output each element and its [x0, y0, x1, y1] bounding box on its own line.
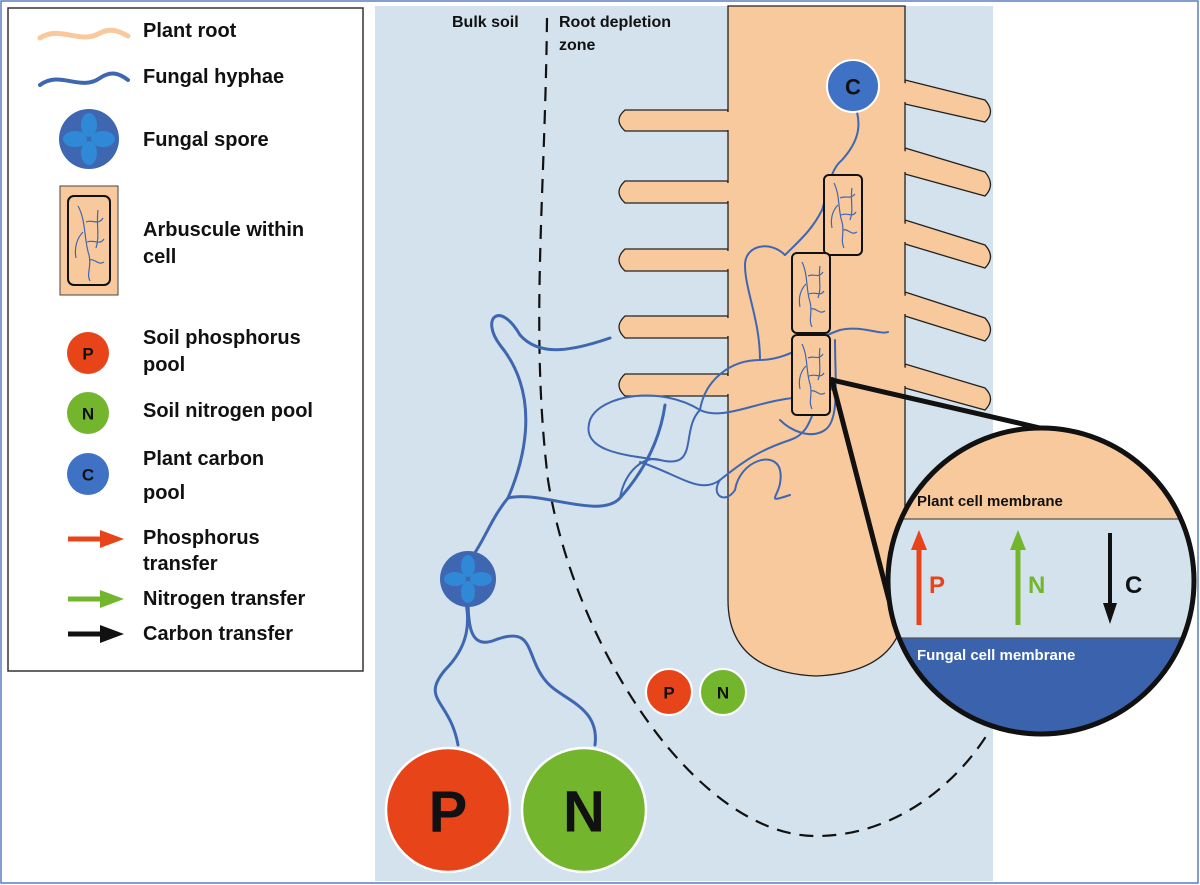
legend-label-plant-carbon: Plant carbon [143, 448, 264, 470]
zoom-origin [829, 377, 835, 383]
lateral-root [904, 363, 992, 411]
arbuscule-cell [791, 334, 831, 416]
soil-nitrogen-pool: N [520, 746, 648, 874]
legend-label-soil-phosphorus-line2: pool [143, 354, 185, 376]
nitrogen-transfer-arrow: N [1010, 530, 1045, 625]
arbuscule-cell [823, 174, 863, 256]
legend-label-fungal-hyphae: Fungal hyphae [143, 66, 284, 88]
zoom-line-bottom [829, 379, 892, 601]
plant-cell-membrane-label: Plant cell membrane [917, 493, 1063, 510]
root-fill-cover [720, 82, 912, 394]
big-p-letter: P [429, 780, 468, 845]
legend-label-arbuscule: Arbuscule within [143, 219, 304, 241]
lateral-root [618, 248, 729, 272]
depletion-zone-label-line2: zone [559, 37, 596, 54]
fungal-hyphae-icon [38, 71, 130, 87]
carbon-transfer-arrow: C [1103, 533, 1142, 624]
bulk-soil-label: Bulk soil [452, 14, 519, 31]
small-n-letter: N [717, 684, 729, 703]
plant-root-icon [37, 27, 131, 41]
depletion-zone-boundary [538, 17, 991, 838]
n-transfer-letter: N [1028, 572, 1045, 599]
lateral-root [904, 79, 992, 123]
legend-label-phosphorus-transfer-line2: transfer [143, 553, 218, 575]
legend-label-phosphorus-transfer: Phosphorus [143, 527, 260, 549]
legend-label-carbon-transfer: Carbon transfer [143, 623, 293, 645]
lateral-root [904, 291, 992, 342]
phosphorus-transfer-arrow: P [911, 530, 945, 625]
small-phosphorus-pool: P [645, 668, 693, 716]
nitrogen-pool-icon-letter: N [82, 405, 94, 424]
carbon-pool-icon-letter: C [82, 466, 94, 485]
big-n-letter: N [563, 780, 605, 845]
fungal-spore-icon [59, 109, 119, 169]
lateral-root [618, 180, 729, 204]
lateral-root [618, 373, 729, 397]
fungal-cell-membrane-label: Fungal cell membrane [917, 647, 1075, 664]
plant-carbon-pool: C [826, 59, 880, 113]
legend-label-fungal-spore: Fungal spore [143, 129, 269, 151]
legend-label-arbuscule-line2: cell [143, 246, 176, 268]
small-nitrogen-pool: N [699, 668, 747, 716]
fungal-spore [440, 551, 496, 607]
zoom-line-top [831, 377, 1041, 431]
legend-label-plant-carbon-line2: pool [143, 482, 185, 504]
arbuscule-cell [791, 252, 831, 334]
depletion-zone-label: Root depletion [559, 14, 671, 31]
phosphorus-pool-icon: P [67, 332, 109, 374]
legend-label-soil-nitrogen: Soil nitrogen pool [143, 400, 313, 422]
soil-phosphorus-pool: P [384, 746, 512, 874]
small-p-letter: P [663, 684, 674, 703]
carbon-pool-letter: C [845, 75, 861, 100]
lateral-root [618, 315, 729, 339]
carbon-pool-icon: C [67, 453, 109, 495]
arbuscule-icon [59, 185, 119, 296]
legend: Plant root Fungal hyphae Fungal spore [7, 7, 364, 672]
lateral-root [618, 109, 729, 132]
green-arrow-icon [68, 590, 124, 608]
legend-label-nitrogen-transfer: Nitrogen transfer [143, 588, 305, 610]
legend-label-soil-phosphorus: Soil phosphorus [143, 327, 301, 349]
plant-root [618, 5, 992, 677]
lateral-root [904, 219, 992, 269]
c-transfer-letter: C [1125, 572, 1142, 599]
legend-label-plant-root: Plant root [143, 20, 237, 42]
nitrogen-pool-icon: N [67, 392, 109, 434]
p-transfer-letter: P [929, 572, 945, 599]
lateral-root [904, 147, 992, 197]
orange-arrow-icon [68, 530, 124, 548]
phosphorus-pool-icon-letter: P [82, 345, 93, 364]
black-arrow-icon [68, 625, 124, 643]
